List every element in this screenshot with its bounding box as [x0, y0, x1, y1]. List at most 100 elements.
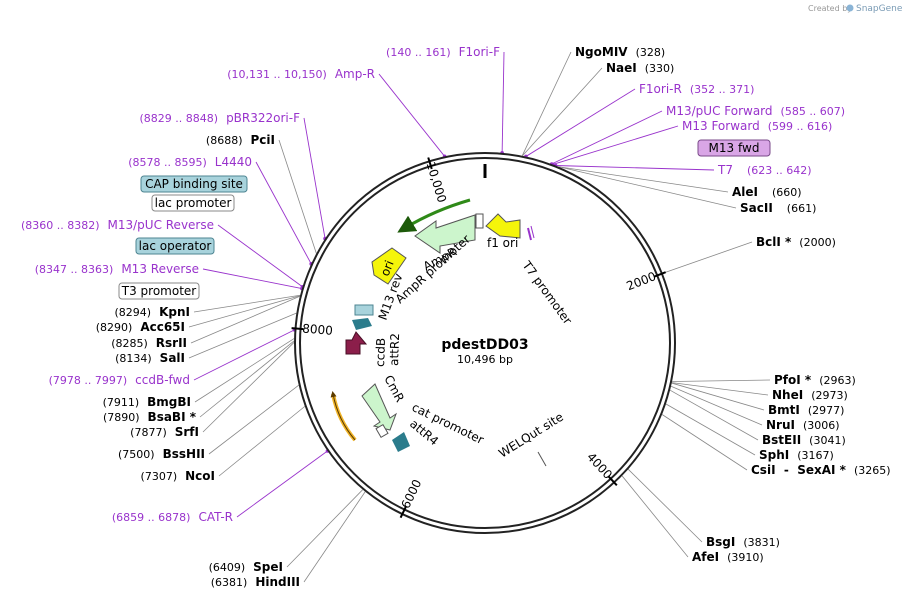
primer-m13-puc-reverse[interactable]: (8360 .. 8382)M13/pUC Reverse: [21, 218, 214, 232]
primer-amp-r[interactable]: (10,131 .. 10,150)Amp-R: [227, 67, 375, 81]
enzyme-leader-19: [199, 340, 295, 418]
enzyme-leader-0: [521, 51, 572, 156]
enzyme-bmti[interactable]: BmtI(2977): [768, 403, 844, 417]
enzyme-bsgi[interactable]: BsgI(3831): [706, 535, 780, 549]
enzyme-leader-7: [671, 382, 765, 411]
enzyme-sphi[interactable]: SphI(3167): [759, 448, 834, 462]
primer-f1ori-f[interactable]: (140 .. 161)F1ori-F: [386, 45, 500, 59]
enzyme-nhei[interactable]: NheI(2973): [772, 388, 848, 402]
enzyme-csii-sexai[interactable]: CsiI - SexAI *(3265): [751, 463, 891, 477]
enzyme-leader-13: [621, 475, 689, 558]
credit-brand: SnapGene: [856, 4, 903, 14]
leader-lines: [188, 51, 771, 583]
enzyme-leader-16: [218, 406, 306, 477]
cmr-feature[interactable]: [361, 383, 398, 431]
enzyme-srfi[interactable]: (7877)SrfI: [130, 425, 199, 439]
t3-promoter-label: T3 promoter: [121, 284, 197, 298]
ccdb-feature[interactable]: [345, 331, 368, 355]
backbone-outer-ring: [294, 152, 676, 534]
primer-m13-forward[interactable]: M13 Forward(599 .. 616): [682, 119, 832, 133]
label-t7-promoter: T7 promoter: [519, 258, 575, 327]
enzyme-leader-17: [208, 384, 299, 455]
attr2-feature[interactable]: [352, 318, 372, 330]
enzyme-leader-9: [669, 389, 759, 441]
ori-feature[interactable]: [371, 247, 407, 285]
m13-fwd-label: M13 fwd: [709, 141, 760, 155]
enzyme-leader-11: [661, 414, 748, 471]
primer-leader-10: [193, 329, 295, 381]
primer-f1ori-r[interactable]: F1ori-R(352 .. 371): [639, 82, 754, 96]
primer-m13-puc-forward[interactable]: M13/pUC Forward(585 .. 607): [666, 104, 845, 118]
enzyme-leader-12: [627, 469, 703, 543]
enzyme-leader-10: [665, 403, 756, 456]
welqut-mark: [537, 451, 547, 467]
primer-leader-0: [501, 51, 505, 153]
enzyme-leader-25: [278, 139, 317, 254]
m13-fwd-box[interactable]: [697, 139, 771, 157]
enzyme-bsabi[interactable]: (7890)BsaBI *: [103, 410, 197, 424]
enzyme-sali[interactable]: (8134)SalI: [115, 351, 185, 365]
enzyme-acc65i[interactable]: (8290)Acc65I: [96, 320, 185, 334]
label-ccdb: ccdB: [373, 338, 388, 368]
lac-promoter-box[interactable]: [151, 194, 235, 212]
enzyme-bmgbi[interactable]: (7911)BmgBI: [103, 395, 191, 409]
enzyme-leader-20: [194, 338, 295, 403]
enzyme-bsshii[interactable]: (7500)BssHII: [118, 447, 205, 461]
enzyme-ngomiv[interactable]: NgoMIV(328): [575, 45, 665, 59]
backbone-inner-ring: [299, 157, 671, 529]
enzyme-leader-2: [558, 166, 729, 193]
attr4-feature[interactable]: [392, 432, 410, 452]
primer-l4440[interactable]: (8578 .. 8595)L4440: [128, 155, 252, 169]
enzyme-leader-4: [662, 241, 753, 274]
enzyme-leader-18: [202, 342, 295, 433]
enzyme-alei[interactable]: AleI(660): [732, 185, 802, 199]
t7-primer-mark-2: [530, 225, 535, 239]
label-cmr: CmR: [381, 373, 407, 405]
enzyme-leader-6: [671, 382, 769, 396]
enzyme-spei[interactable]: (6409)SpeI: [209, 560, 283, 574]
t3-promoter-box[interactable]: [118, 282, 200, 300]
cat-orange-arrow-outline: [330, 391, 356, 441]
boxed-feature-labels: M13 fwd CAP binding site lac promoter la…: [118, 139, 771, 300]
enzyme-kpni[interactable]: (8294)KpnI: [115, 305, 190, 319]
enzyme-pfoi[interactable]: PfoI *(2963): [774, 373, 856, 387]
primer-leader-6: [303, 117, 326, 239]
primer-ccdb-fwd[interactable]: (7978 .. 7997)ccdB-fwd: [49, 373, 190, 387]
primer-m13-reverse[interactable]: (8347 .. 8363)M13 Reverse: [35, 262, 199, 276]
enzyme-sacii[interactable]: SacII(661): [740, 201, 816, 215]
enzyme-leader-21: [188, 312, 297, 359]
lac-operator-box[interactable]: [135, 237, 215, 255]
enzyme-leader-23: [188, 295, 301, 328]
f1-ori-feature[interactable]: [485, 213, 521, 239]
enzyme-ncoi[interactable]: (7307)NcoI: [141, 469, 215, 483]
enzyme-bsteii[interactable]: BstEII(3041): [762, 433, 846, 447]
primer-leader-11: [236, 450, 328, 518]
lac-promoter-label: lac promoter: [155, 196, 232, 210]
enzyme-leader-1: [522, 67, 603, 156]
lac-operator-feature[interactable]: [354, 304, 374, 316]
enzyme-pcii[interactable]: (8688)PciI: [206, 133, 275, 147]
snapgene-credit[interactable]: Created by SnapGene: [808, 4, 903, 14]
ampr-feature[interactable]: [414, 214, 476, 254]
label-f1-ori: f1 ori: [487, 236, 518, 250]
enzyme-leader-24: [193, 294, 301, 313]
enzyme-naei[interactable]: NaeI(330): [606, 61, 674, 75]
credit-prefix: Created by: [808, 4, 852, 13]
enzyme-rsrii[interactable]: (8285)RsrII: [111, 336, 187, 350]
enzyme-bcli[interactable]: BclI *(2000): [756, 235, 836, 249]
plasmid-length: 10,496 bp: [457, 353, 513, 366]
cap-binding-site-box[interactable]: [140, 175, 248, 193]
primer-t7[interactable]: T7(623 .. 642): [717, 163, 812, 177]
primer-cat-r[interactable]: (6859 .. 6878)CAT-R: [112, 510, 233, 524]
enzyme-afei[interactable]: AfeI(3910): [692, 550, 764, 564]
primer-pbr322ori-f[interactable]: (8829 .. 8848)pBR322ori-F: [140, 111, 301, 125]
enzyme-hindiii[interactable]: (6381)HindIII: [211, 575, 300, 589]
ampr-outer-arrow: [397, 198, 471, 233]
enzyme-nrui[interactable]: NruI(3006): [766, 418, 840, 432]
label-welqut-site: WELQut site: [496, 410, 566, 461]
primer-leader-9: [202, 268, 303, 289]
cat-promoter-box: [375, 423, 389, 439]
enzyme-leader-8: [670, 385, 763, 426]
enzyme-leader-3: [558, 166, 737, 209]
cat-orange-arrow: [331, 393, 357, 442]
